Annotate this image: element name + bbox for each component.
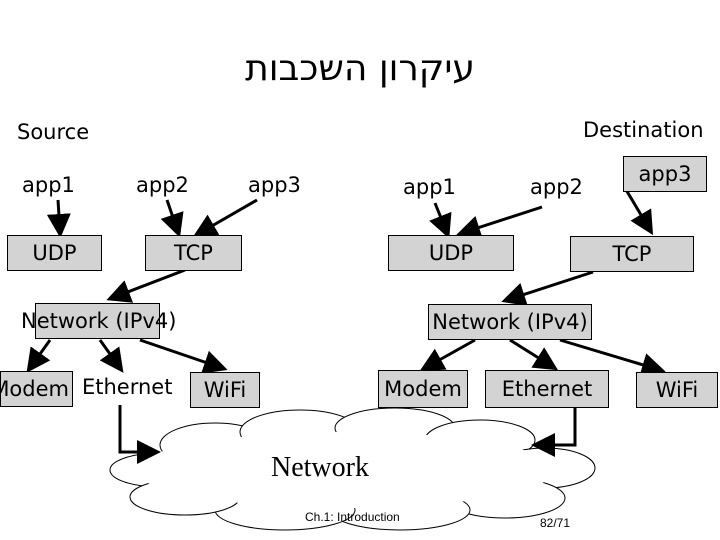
destination-ethernet-box: Ethernet: [485, 370, 609, 408]
source-network-label: Network (IPv4): [21, 309, 177, 333]
network-cloud-label: Network: [271, 452, 369, 483]
footer-chapter: Ch.1: Introduction: [305, 510, 400, 524]
source-tcp-box: TCP: [145, 235, 242, 271]
source-app3-label: app3: [248, 173, 301, 197]
destination-app2-label: app2: [530, 175, 583, 199]
source-ethernet-label: Ethernet: [82, 375, 173, 399]
source-udp-box: UDP: [7, 235, 102, 271]
source-network-box: Network (IPv4): [21, 303, 176, 339]
destination-tcp-box: TCP: [570, 236, 694, 272]
source-label: Source: [17, 120, 90, 144]
destination-wifi-box: WiFi: [636, 372, 718, 408]
destination-modem-box: Modem: [378, 370, 468, 408]
source-app1-label: app1: [22, 173, 75, 197]
footer-page-number: 82/71: [540, 516, 571, 530]
destination-network-box: Network (IPv4): [428, 304, 592, 340]
destination-app1-label: app1: [403, 175, 456, 199]
source-wifi-box: WiFi: [190, 372, 260, 408]
destination-label: Destination: [583, 118, 704, 142]
source-modem-box: Modem: [0, 371, 73, 407]
destination-app3-box: app3: [623, 156, 707, 192]
slide-title: עיקרון השכבות: [245, 48, 475, 89]
destination-udp-box: UDP: [388, 235, 514, 271]
source-app2-label: app2: [136, 173, 189, 197]
